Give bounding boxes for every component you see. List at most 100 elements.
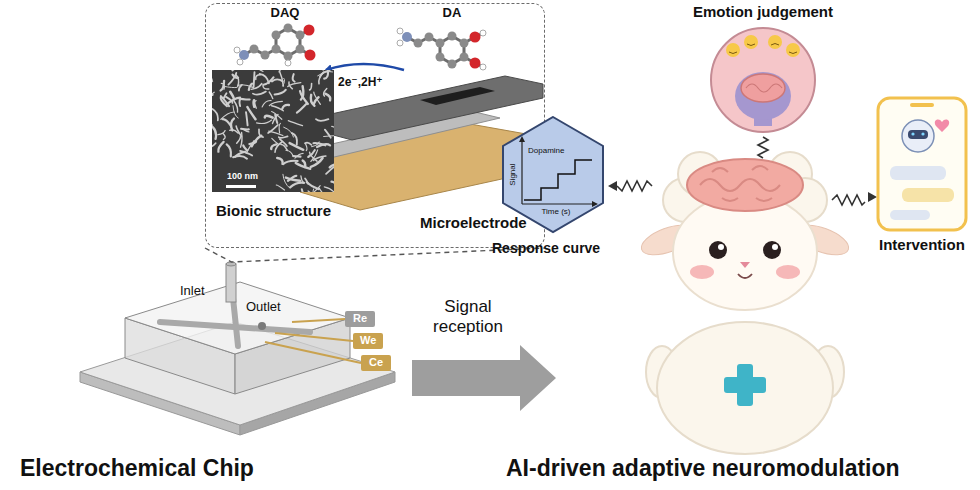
pad-label: We <box>360 334 376 347</box>
sem-image: 100 nmBionic structure <box>212 70 344 222</box>
part-label: Bionic structure <box>216 202 331 219</box>
intervention-phone-shape <box>878 98 966 230</box>
sem-image-shape <box>279 70 281 72</box>
sem-image-shape <box>227 144 231 156</box>
port-label: Inlet <box>180 284 205 299</box>
sheep-figure <box>738 274 752 278</box>
emotion-circle: Emotion judgement <box>688 2 838 136</box>
da-molecule <box>470 32 481 43</box>
sheep-figure <box>776 265 800 279</box>
sem-image-shape <box>256 75 261 80</box>
sem-image-shape <box>324 187 334 192</box>
sem-image-shape <box>212 90 213 95</box>
sem-image-shape <box>292 133 297 145</box>
da-molecule <box>414 32 469 69</box>
sem-image-shape <box>293 74 295 82</box>
molecule-label: DAQ <box>271 6 300 21</box>
sem-image-shape <box>310 84 312 90</box>
chip-drawing <box>265 342 361 363</box>
sem-image-shape <box>283 78 285 86</box>
sem-image-shape <box>241 128 249 131</box>
daq-molecule <box>239 50 249 60</box>
intervention-phone-shape <box>902 188 954 202</box>
sem-image-shape <box>223 133 225 139</box>
sem-image-shape <box>279 71 283 86</box>
panel-title: Emotion judgement <box>693 3 833 20</box>
intervention-phone-shape <box>908 130 928 139</box>
sem-image-shape <box>332 182 335 191</box>
intervention-phone-shape <box>902 120 934 152</box>
wave-arrowhead <box>608 181 877 202</box>
pad-label: Re <box>353 312 367 325</box>
sem-image-shape <box>311 158 323 167</box>
sem-image-shape <box>230 92 234 100</box>
daq-molecule <box>237 59 243 65</box>
sem-image-shape <box>313 156 326 160</box>
sem-image-shape <box>221 81 225 91</box>
sem-image-shape <box>316 119 328 121</box>
da-molecule <box>402 32 412 42</box>
sem-image-shape <box>263 85 269 89</box>
chip-drawing <box>125 282 350 354</box>
microelectrode-drawing <box>322 76 543 140</box>
sem-image-shape <box>265 116 273 118</box>
sheep-figure <box>687 159 803 211</box>
da-molecule <box>414 39 423 48</box>
da-molecule <box>460 39 469 48</box>
sem-image-shape <box>272 106 284 111</box>
chip-body: InletOutletReWeCe <box>85 262 397 434</box>
section-caption: AI-driven adaptive neuromodulation <box>506 455 900 481</box>
daq-molecule <box>261 51 270 60</box>
sem-image-shape <box>236 75 239 87</box>
response-hexagon-shape <box>522 203 594 204</box>
redox-arrow <box>326 64 404 70</box>
chip-drawing <box>226 264 236 302</box>
sem-image-shape <box>286 178 300 181</box>
sem-image-shape <box>226 185 256 188</box>
da-molecule <box>448 32 457 41</box>
sheep-figure <box>709 241 727 259</box>
daq-molecule <box>272 45 281 54</box>
sem-image-shape <box>279 123 280 132</box>
sem-image-shape <box>240 99 242 106</box>
microelectrode-drawing <box>420 87 495 105</box>
sem-image-shape <box>212 126 216 139</box>
sem-image-shape <box>232 70 241 71</box>
sem-image-shape <box>252 136 262 147</box>
sem-image-shape <box>279 136 288 137</box>
emotion-circle-shape <box>735 72 791 120</box>
sem-image-shape <box>221 83 224 89</box>
sem-image-shape <box>284 127 294 137</box>
sem-image-shape <box>269 92 273 99</box>
sem-image-shape <box>332 126 334 128</box>
response-hexagon-shape <box>519 136 525 142</box>
sem-image-shape <box>269 131 283 135</box>
daq-molecule <box>250 45 259 54</box>
sem-image-shape <box>288 121 302 126</box>
sem-image-shape <box>275 90 286 95</box>
sem-image-shape <box>246 112 248 125</box>
sem-image-shape <box>239 85 242 91</box>
chip-drawing <box>275 333 353 341</box>
emotion-circle-shape <box>744 35 758 49</box>
sem-image-shape <box>243 146 247 151</box>
da-molecule <box>436 39 445 48</box>
sem-image-shape <box>273 115 279 124</box>
response-hexagon-shape <box>524 160 592 200</box>
signal-arrow <box>412 345 556 411</box>
sem-image-shape <box>297 104 307 113</box>
daq-molecule <box>285 60 291 66</box>
intervention-phone-shape <box>872 96 972 234</box>
signal-wave <box>617 181 652 191</box>
da-molecule <box>470 58 481 69</box>
panel-title: Response curve <box>492 240 600 256</box>
daq-molecule <box>272 31 281 40</box>
sem-image-shape <box>319 188 326 192</box>
sem-image-shape <box>313 189 317 192</box>
sheep-figure <box>718 244 724 250</box>
sem-image-shape <box>301 176 303 182</box>
sem-image-shape <box>213 109 218 120</box>
sem-image-shape <box>212 70 213 82</box>
